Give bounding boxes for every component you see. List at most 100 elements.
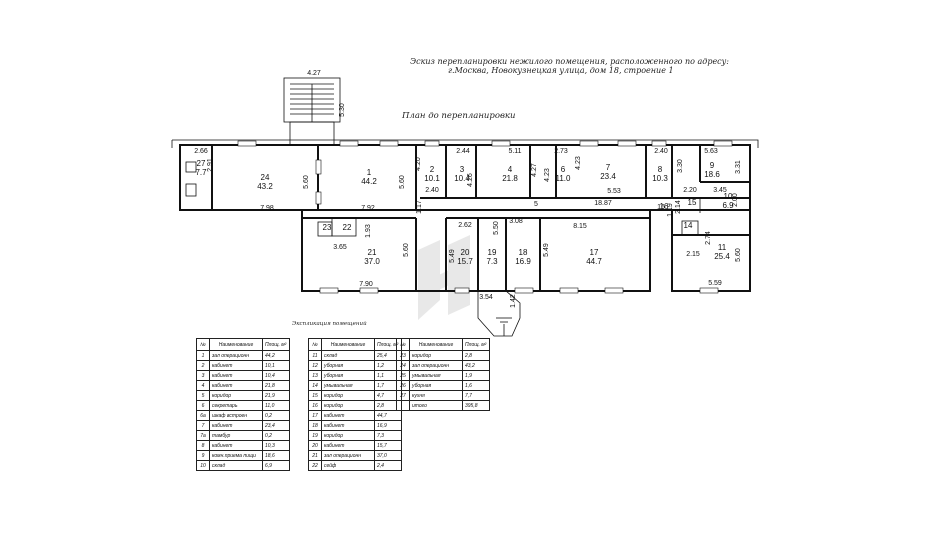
dimension-label: 2.15 bbox=[686, 251, 700, 258]
dimension-label: 2.74 bbox=[705, 231, 712, 245]
row-area: 0,2 bbox=[262, 410, 290, 421]
header-name: Наименование bbox=[209, 338, 263, 351]
row-num: 5 bbox=[196, 390, 210, 401]
row-name: кабинет bbox=[209, 370, 263, 381]
row-name: умывальная bbox=[321, 380, 375, 391]
room-area: 21.8 bbox=[502, 174, 518, 183]
table-header: № Наименование Площ. м² bbox=[396, 338, 490, 351]
room-number: 21 bbox=[368, 248, 377, 257]
row-num: 8 bbox=[196, 440, 210, 451]
row-name: кабинет bbox=[209, 420, 263, 431]
row-name: сейф bbox=[321, 460, 375, 471]
dimension-label: 2.40 bbox=[425, 187, 439, 194]
dimension-label: 2.73 bbox=[554, 148, 568, 155]
row-num: 21 bbox=[308, 450, 322, 461]
row-name: кабинет bbox=[209, 440, 263, 451]
row-num: 19 bbox=[308, 430, 322, 441]
row-num: 15 bbox=[308, 390, 322, 401]
dimension-label: 5.60 bbox=[303, 175, 310, 189]
room-area: 6.9 bbox=[722, 201, 734, 210]
dimension-label: 1.17 bbox=[416, 200, 423, 214]
row-name: уборная bbox=[409, 380, 463, 391]
row-num: 11 bbox=[308, 350, 322, 361]
row-name: итого bbox=[409, 400, 463, 411]
title-line-2: г.Москва, Новокузнецкая улица, дом 18, с… bbox=[448, 66, 674, 75]
room-number: 11 bbox=[718, 243, 727, 252]
dimension-label: 2.62 bbox=[458, 222, 472, 229]
row-name: коридор bbox=[321, 430, 375, 441]
room-number: 1 bbox=[367, 168, 372, 177]
row-area: 2,4 bbox=[374, 460, 402, 471]
row-num: 17 bbox=[308, 410, 322, 421]
dimension-label: 5.59 bbox=[708, 280, 722, 287]
dimension-label: 5.50 bbox=[493, 221, 500, 235]
row-area: 43,2 bbox=[462, 360, 490, 371]
row-area: 10,3 bbox=[262, 440, 290, 451]
row-area: 0,2 bbox=[262, 430, 290, 441]
row-area: 23,4 bbox=[262, 420, 290, 431]
row-name: склад bbox=[321, 350, 375, 361]
room-area: 37.0 bbox=[364, 257, 380, 266]
room-number: 14 bbox=[684, 221, 693, 230]
row-name: уборная bbox=[321, 360, 375, 371]
dimension-label: 1.93 bbox=[365, 224, 372, 238]
row-num: 4 bbox=[196, 380, 210, 391]
header-area: Площ. м² bbox=[462, 338, 490, 351]
dimension-label: 5.49 bbox=[449, 249, 456, 263]
row-area: 7,7 bbox=[462, 390, 490, 401]
dimension-label: 3.65 bbox=[333, 244, 347, 251]
dimension-label: 4.27 bbox=[307, 70, 321, 77]
dimension-label: 8.15 bbox=[573, 223, 587, 230]
room-number: 22 bbox=[343, 223, 352, 232]
dimension-label: 4.26 bbox=[467, 173, 474, 187]
row-name: комн.приема пищи bbox=[209, 450, 263, 461]
row-num: 6а bbox=[196, 410, 210, 421]
row-num: 6 bbox=[196, 400, 210, 411]
header-area: Площ. м² bbox=[262, 338, 290, 351]
room-number: 3 bbox=[460, 165, 465, 174]
dimension-label: 2.00 bbox=[732, 193, 739, 207]
room-number: 19 bbox=[488, 248, 497, 257]
row-area: 21,9 bbox=[262, 390, 290, 401]
room-number: 10 bbox=[724, 192, 733, 201]
row-area: 7,3 bbox=[374, 430, 402, 441]
row-name: шкаф встроен bbox=[209, 410, 263, 421]
dimension-label: 2.20 bbox=[683, 187, 697, 194]
dimension-label: 3.45 bbox=[713, 187, 727, 194]
room-number: 16 bbox=[660, 202, 669, 211]
row-name: зал операционн bbox=[409, 360, 463, 371]
dimension-label: 7.98 bbox=[260, 205, 274, 212]
row-num: 18 bbox=[308, 420, 322, 431]
header-name: Наименование bbox=[409, 338, 463, 351]
row-num: 16 bbox=[308, 400, 322, 411]
room-area: 7.3 bbox=[486, 257, 498, 266]
room-number: 2 bbox=[430, 165, 435, 174]
row-num: 2 bbox=[196, 360, 210, 371]
room-area: 10.3 bbox=[652, 174, 668, 183]
header-num: № bbox=[196, 338, 210, 351]
dimension-label: 7.90 bbox=[359, 281, 373, 288]
dimension-label: 3.54 bbox=[479, 294, 493, 301]
row-num: 7а bbox=[196, 430, 210, 441]
room-number: 18 bbox=[519, 248, 528, 257]
plan-title: План до перепланировки bbox=[402, 111, 516, 121]
dimension-label: 5.53 bbox=[607, 188, 621, 195]
dimension-label: 5.11 bbox=[508, 148, 521, 155]
